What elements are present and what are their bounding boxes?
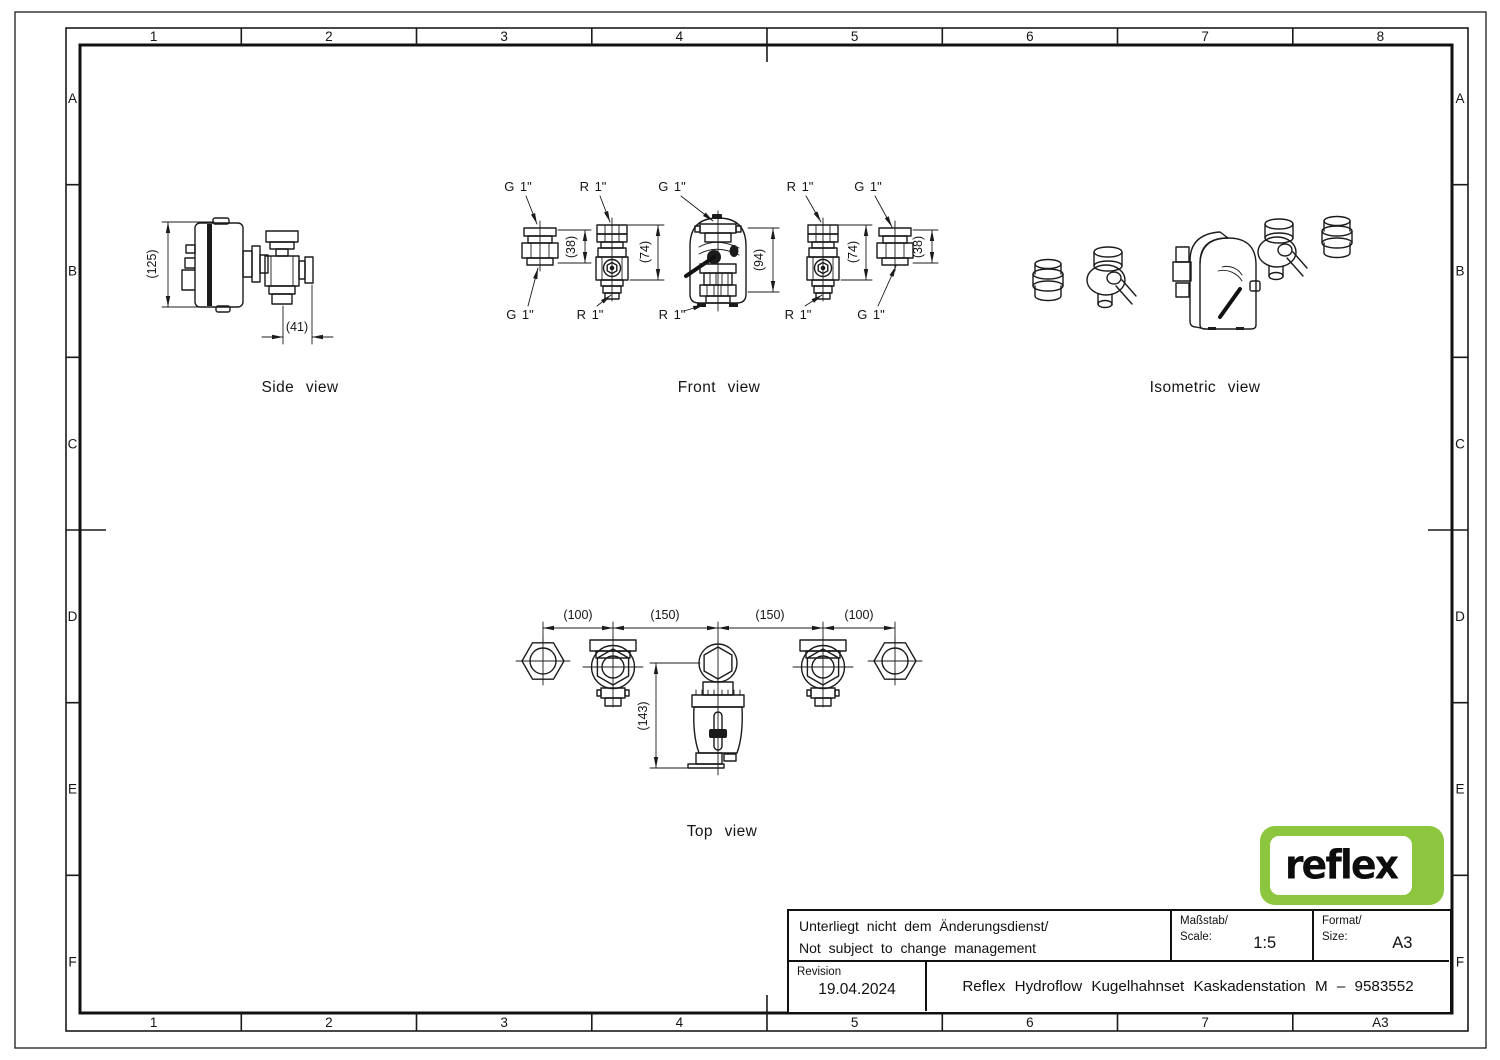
- grid-label: 3: [500, 29, 508, 44]
- format-value: A3: [1392, 934, 1413, 952]
- isometric-view-drawing: Isometric view: [1032, 215, 1353, 396]
- title-block: Unterliegt nicht dem Änderungsdienst/ No…: [787, 909, 1452, 1014]
- port-label: G 1": [658, 179, 686, 194]
- format-cell: Format/ Size: A3: [1314, 911, 1449, 962]
- view-title-isometric: Isometric view: [1150, 379, 1261, 396]
- grid-label: C: [68, 436, 78, 451]
- port-label: R 1": [659, 307, 686, 322]
- dim-label: (150): [650, 608, 679, 622]
- ball-valve-iso: [1086, 246, 1137, 309]
- dim-label: (125): [145, 249, 159, 278]
- grid-label: D: [68, 609, 78, 624]
- port-label: R 1": [580, 179, 607, 194]
- grid-label: 7: [1201, 1015, 1209, 1030]
- cascade-center-unit-top: [687, 639, 745, 776]
- format-label-en: Size:: [1322, 930, 1348, 943]
- union-fitting: [521, 220, 559, 272]
- scale-cell: Maßstab/ Scale: 1:5: [1172, 911, 1314, 962]
- grid-label: C: [1455, 436, 1465, 451]
- ball-valve-side: [264, 230, 314, 305]
- grid-label: 6: [1026, 29, 1034, 44]
- top-view-drawing: (100) (150) (150) (100) (143) Top view: [515, 608, 923, 840]
- ball-valve: [595, 217, 629, 302]
- dim-label: (41): [286, 320, 308, 334]
- grid-label: E: [1455, 782, 1464, 797]
- grid-label: 6: [1026, 1015, 1034, 1030]
- front-view-drawing: G 1" R 1" G 1" R 1" G 1" G 1" R 1" R 1" …: [504, 179, 939, 396]
- port-label: R 1": [785, 307, 812, 322]
- revision-label: Revision: [797, 966, 842, 978]
- reflex-logo: reflex: [1260, 826, 1444, 905]
- grid-label: F: [68, 954, 76, 969]
- drawing-title: Reflex Hydroflow Kugelhahnset Kaskadenst…: [962, 978, 1414, 995]
- cascade-center-unit-iso: [1172, 231, 1261, 330]
- grid-label: 3: [500, 1015, 508, 1030]
- ball-valve-iso: [1257, 218, 1308, 281]
- grid-label: 8: [1377, 29, 1385, 44]
- dim-label: (38): [911, 236, 925, 258]
- ball-valve: [806, 217, 840, 302]
- dim-label: (143): [636, 701, 650, 730]
- change-note-line2: Not subject to change management: [799, 940, 1037, 957]
- port-label: R 1": [577, 307, 604, 322]
- union-fitting: [876, 220, 914, 272]
- view-title-front: Front view: [678, 379, 761, 396]
- ball-valve-top: [792, 636, 854, 708]
- side-view-drawing: (125) (41): [145, 217, 339, 396]
- grid-label: 7: [1201, 29, 1209, 44]
- scale-label-en: Scale:: [1180, 930, 1212, 943]
- dim-label: (94): [752, 249, 766, 271]
- cascade-center-unit: [684, 210, 747, 312]
- port-label: G 1": [506, 307, 534, 322]
- grid-label: D: [1455, 609, 1465, 624]
- change-note-cell: Unterliegt nicht dem Änderungsdienst/ No…: [789, 911, 1172, 962]
- change-note-line1: Unterliegt nicht dem Änderungsdienst/: [799, 918, 1049, 934]
- port-label: G 1": [857, 307, 885, 322]
- leader-lines: [525, 195, 897, 312]
- grid-label: 2: [325, 29, 333, 44]
- grid-label: 4: [676, 29, 684, 44]
- grid-label: 1: [150, 1015, 158, 1030]
- grid-label: 5: [851, 1015, 859, 1030]
- dim-label: (150): [755, 608, 784, 622]
- grid-label: B: [68, 264, 77, 279]
- dim-label: (74): [638, 241, 652, 263]
- grid-label: A: [1455, 91, 1464, 106]
- hex-nut-top: [867, 636, 923, 686]
- grid-label: 1: [150, 29, 158, 44]
- front-dimensions: (38) (74) (94) (74) (38): [557, 224, 939, 293]
- port-label: G 1": [504, 179, 532, 194]
- dim-label: (38): [564, 236, 578, 258]
- format-label-de: Format/: [1322, 915, 1362, 927]
- view-title-side: Side view: [262, 379, 339, 396]
- port-label: G 1": [854, 179, 882, 194]
- dim-label: (100): [844, 608, 873, 622]
- scale-value: 1:5: [1253, 934, 1277, 952]
- dim-label: (74): [846, 241, 860, 263]
- union-fitting-iso: [1321, 215, 1353, 259]
- revision-cell: Revision 19.04.2024: [789, 962, 927, 1011]
- reflex-logo-inner: reflex: [1270, 836, 1412, 895]
- grid-label: 4: [676, 1015, 684, 1030]
- hex-nut-top: [515, 636, 571, 686]
- sheet-frame: [14, 11, 1487, 1049]
- grid-label: E: [68, 782, 77, 797]
- port-label: R 1": [787, 179, 814, 194]
- ball-valve-top: [582, 636, 644, 708]
- dim-label: (100): [563, 608, 592, 622]
- grid-label: 5: [851, 29, 859, 44]
- scale-label-de: Maßstab/: [1180, 915, 1228, 927]
- grid-label: B: [1455, 264, 1464, 279]
- union-fitting-iso: [1032, 258, 1064, 302]
- grid-label: 2: [325, 1015, 333, 1030]
- grid-label: F: [1456, 954, 1464, 969]
- reflex-logo-text: reflex: [1284, 841, 1399, 888]
- view-title-top: Top view: [687, 823, 758, 840]
- grid-label: A3: [1372, 1015, 1389, 1030]
- revision-date: 19.04.2024: [818, 981, 896, 998]
- grid-reference-labels: 1 2 3 4 5 6 7 8 1 2 3 4 5 6 7 A3 A B C D…: [68, 29, 1466, 1030]
- actuator: [181, 217, 244, 313]
- grid-label: A: [68, 91, 77, 106]
